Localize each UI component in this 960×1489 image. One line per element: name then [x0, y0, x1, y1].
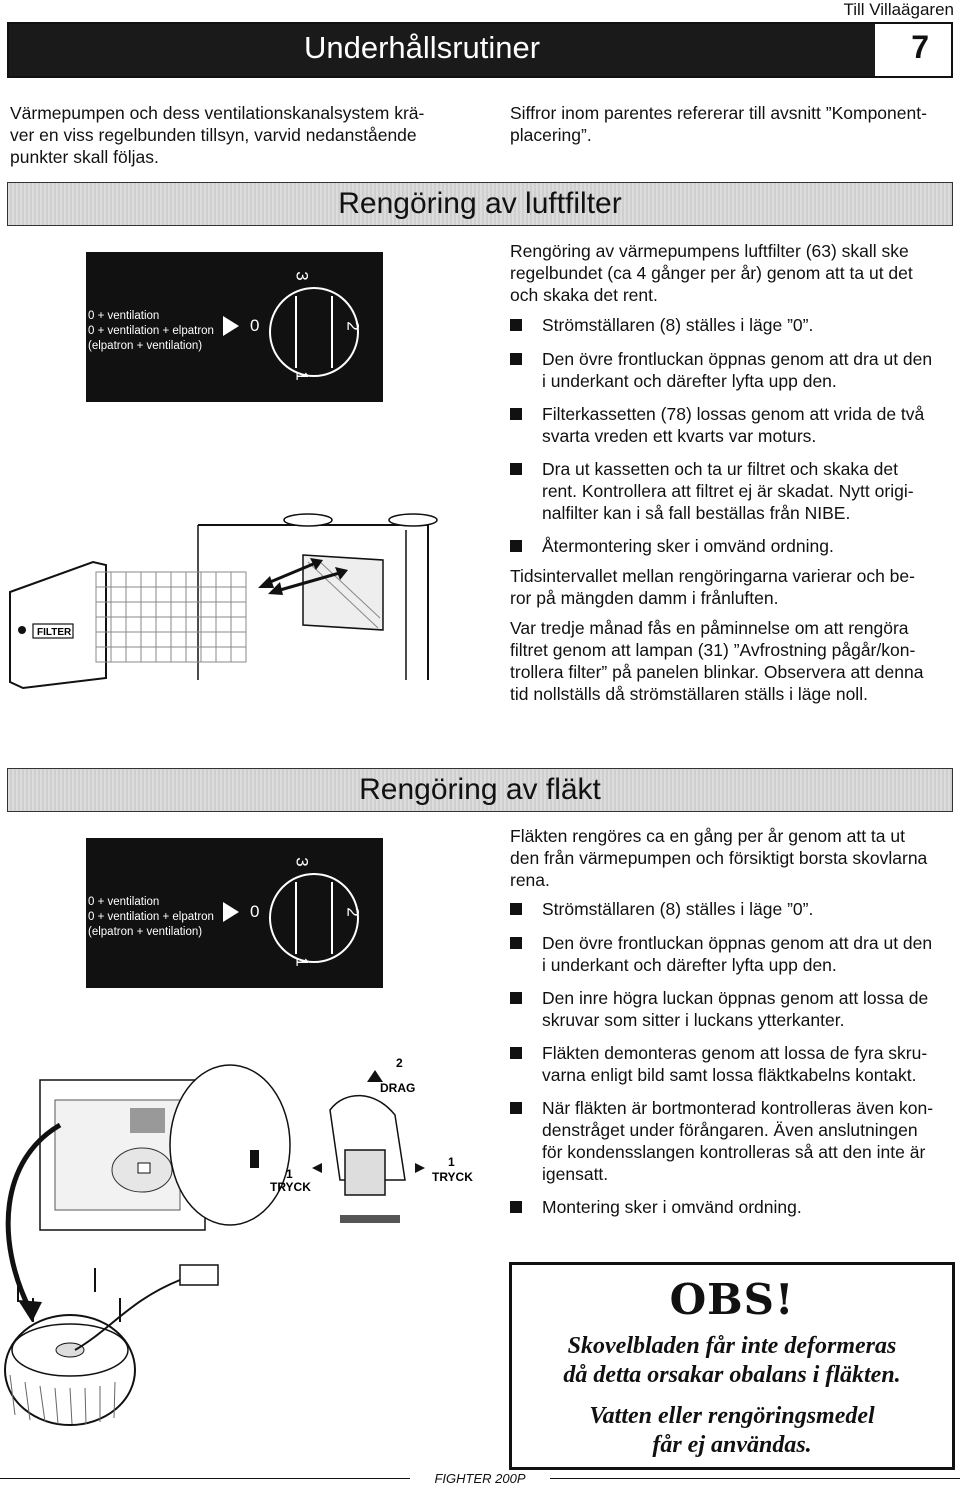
- svg-text:2: 2: [396, 1056, 403, 1070]
- list-item: Den övre frontluckan öppnas genom att dr…: [510, 348, 955, 392]
- play-arrow-icon: [223, 902, 239, 922]
- control-panel-illustration: 0 + ventilation 0 + ventilation + elpatr…: [86, 252, 383, 402]
- footer-model: FIGHTER 200P: [434, 1471, 526, 1486]
- control-panel-illustration: 0 + ventilation 0 + ventilation + elpatr…: [86, 838, 383, 988]
- mode-switch-dial: [269, 287, 359, 377]
- svg-text:DRAG: DRAG: [380, 1081, 415, 1095]
- footer: FIGHTER 200P: [0, 1471, 960, 1486]
- fan-steps: Strömställaren (8) ställes i läge ”0”. D…: [510, 898, 955, 1227]
- running-head: Till Villaägaren: [843, 0, 954, 19]
- air-filter-steps: Strömställaren (8) ställes i läge ”0”. D…: [510, 314, 955, 566]
- list-item: Strömställaren (8) ställes i läge ”0”.: [510, 898, 955, 920]
- page-number: 7: [911, 29, 929, 65]
- list-item: Den övre frontluckan öppnas genom att dr…: [510, 932, 955, 976]
- svg-text:1: 1: [286, 1167, 293, 1181]
- air-filter-reminder: Var tredje månad fås en påminnelse om at…: [510, 618, 924, 704]
- list-item: Filterkassetten (78) lossas genom att vr…: [510, 403, 955, 447]
- intro-left: Värmepumpen och dess ventilationskanalsy…: [10, 103, 425, 167]
- page-title: Underhållsrutiner: [304, 30, 541, 65]
- list-item: Dra ut kassetten och ta ur filtret och s…: [510, 458, 955, 524]
- list-item: Montering sker i omvänd ordning.: [510, 1196, 955, 1218]
- list-item: Fläkten demonteras genom att lossa de fy…: [510, 1042, 955, 1086]
- warning-title: OBS!: [669, 1275, 795, 1324]
- intro-right: Siffror inom parentes refererar till avs…: [510, 103, 927, 145]
- air-filter-intro: Rengöring av värmepumpens luftfilter (63…: [510, 241, 913, 305]
- fan-intro: Fläkten rengöres ca en gång per år genom…: [510, 826, 928, 890]
- air-filter-interval: Tidsintervallet mellan rengöringarna var…: [510, 566, 915, 608]
- title-bar: Underhållsrutiner 7: [7, 22, 953, 78]
- list-item: När fläkten är bortmonterad kontrolleras…: [510, 1097, 955, 1185]
- svg-text:TRYCK: TRYCK: [270, 1180, 311, 1194]
- filter-label: FILTER: [37, 627, 72, 638]
- svg-text:TRYCK: TRYCK: [432, 1170, 473, 1184]
- play-arrow-icon: [223, 316, 239, 336]
- mode-switch-dial: [269, 873, 359, 963]
- fan-removal-illustration: 1 TRYCK 2 DRAG 1 TRYCK: [4, 1056, 473, 1426]
- list-item: Strömställaren (8) ställes i läge ”0”.: [510, 314, 955, 336]
- list-item: Återmontering sker i omvänd ordning.: [510, 535, 955, 557]
- section-heading-air-filter: Rengöring av luftfilter: [7, 182, 953, 226]
- filter-removal-illustration: FILTER: [9, 513, 438, 690]
- svg-text:1: 1: [448, 1155, 455, 1169]
- list-item: Den inre högra luckan öppnas genom att l…: [510, 987, 955, 1031]
- section-heading-fan: Rengöring av fläkt: [7, 768, 953, 812]
